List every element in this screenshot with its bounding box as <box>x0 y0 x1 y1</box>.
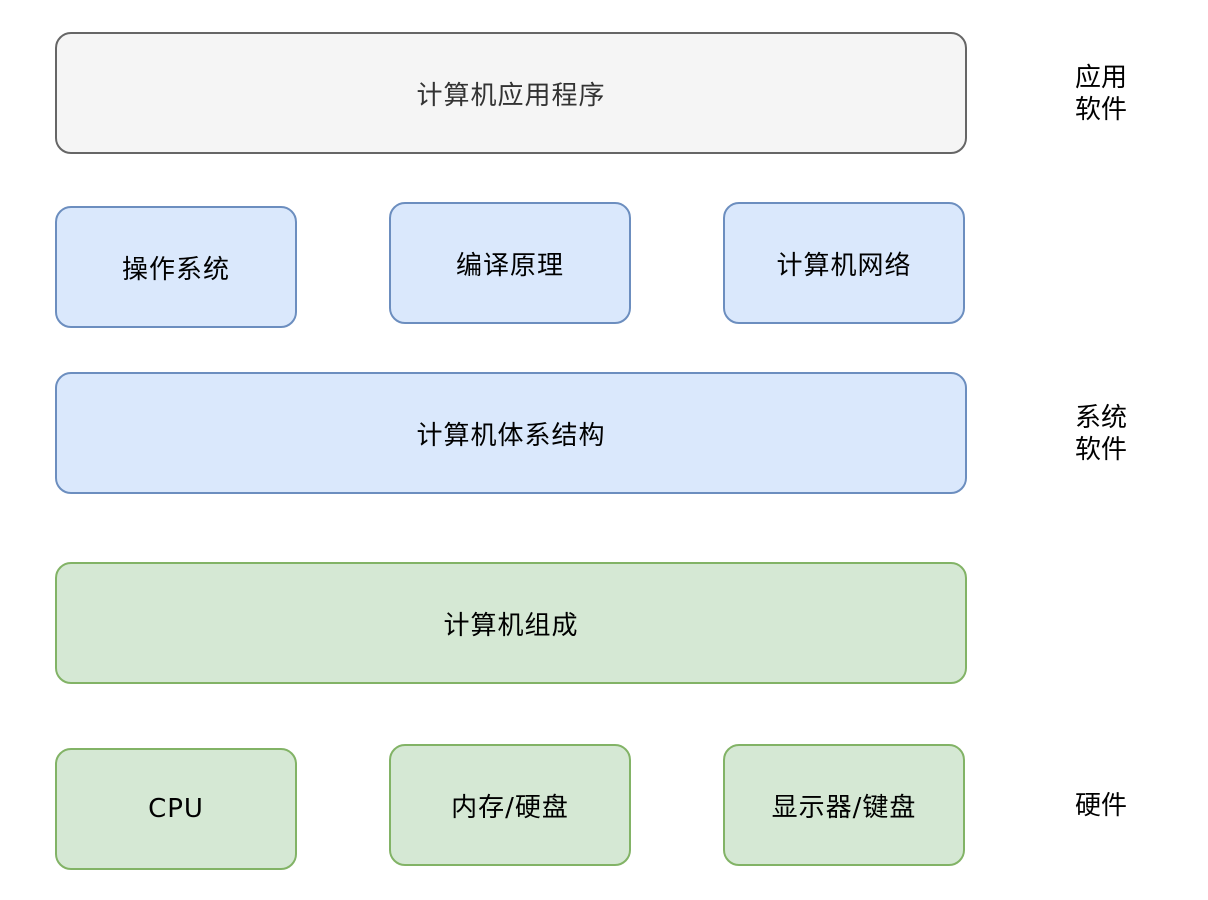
compiler-label: 编译原理 <box>455 250 564 281</box>
network-box: 计算机网络 <box>723 202 965 324</box>
app-program-label: 计算机应用程序 <box>416 80 606 111</box>
architecture-label: 计算机体系结构 <box>416 420 606 451</box>
organization-box: 计算机组成 <box>55 562 967 684</box>
application-software-label: 应用 软件 <box>1061 62 1141 126</box>
display-keyboard-label: 显示器/键盘 <box>771 792 917 823</box>
architecture-box: 计算机体系结构 <box>55 372 967 494</box>
system-software-label: 系统 软件 <box>1061 402 1141 466</box>
os-label: 操作系统 <box>121 254 230 285</box>
memory-disk-label: 内存/硬盘 <box>451 792 569 823</box>
app-program-box: 计算机应用程序 <box>55 32 967 154</box>
network-label: 计算机网络 <box>776 250 912 281</box>
system-software-line-1: 系统 <box>1074 403 1127 433</box>
application-software-line-1: 应用 <box>1074 63 1127 93</box>
cpu-label: CPU <box>148 794 204 824</box>
display-keyboard-box: 显示器/键盘 <box>723 744 965 866</box>
memory-disk-box: 内存/硬盘 <box>389 744 631 866</box>
application-software-line-2: 软件 <box>1074 95 1127 125</box>
system-software-line-2: 软件 <box>1074 435 1127 465</box>
hardware-label: 硬件 <box>1061 790 1141 822</box>
compiler-box: 编译原理 <box>389 202 631 324</box>
hardware-line-1: 硬件 <box>1074 791 1127 821</box>
cpu-box: CPU <box>55 748 297 870</box>
os-box: 操作系统 <box>55 206 297 328</box>
organization-label: 计算机组成 <box>443 610 579 641</box>
